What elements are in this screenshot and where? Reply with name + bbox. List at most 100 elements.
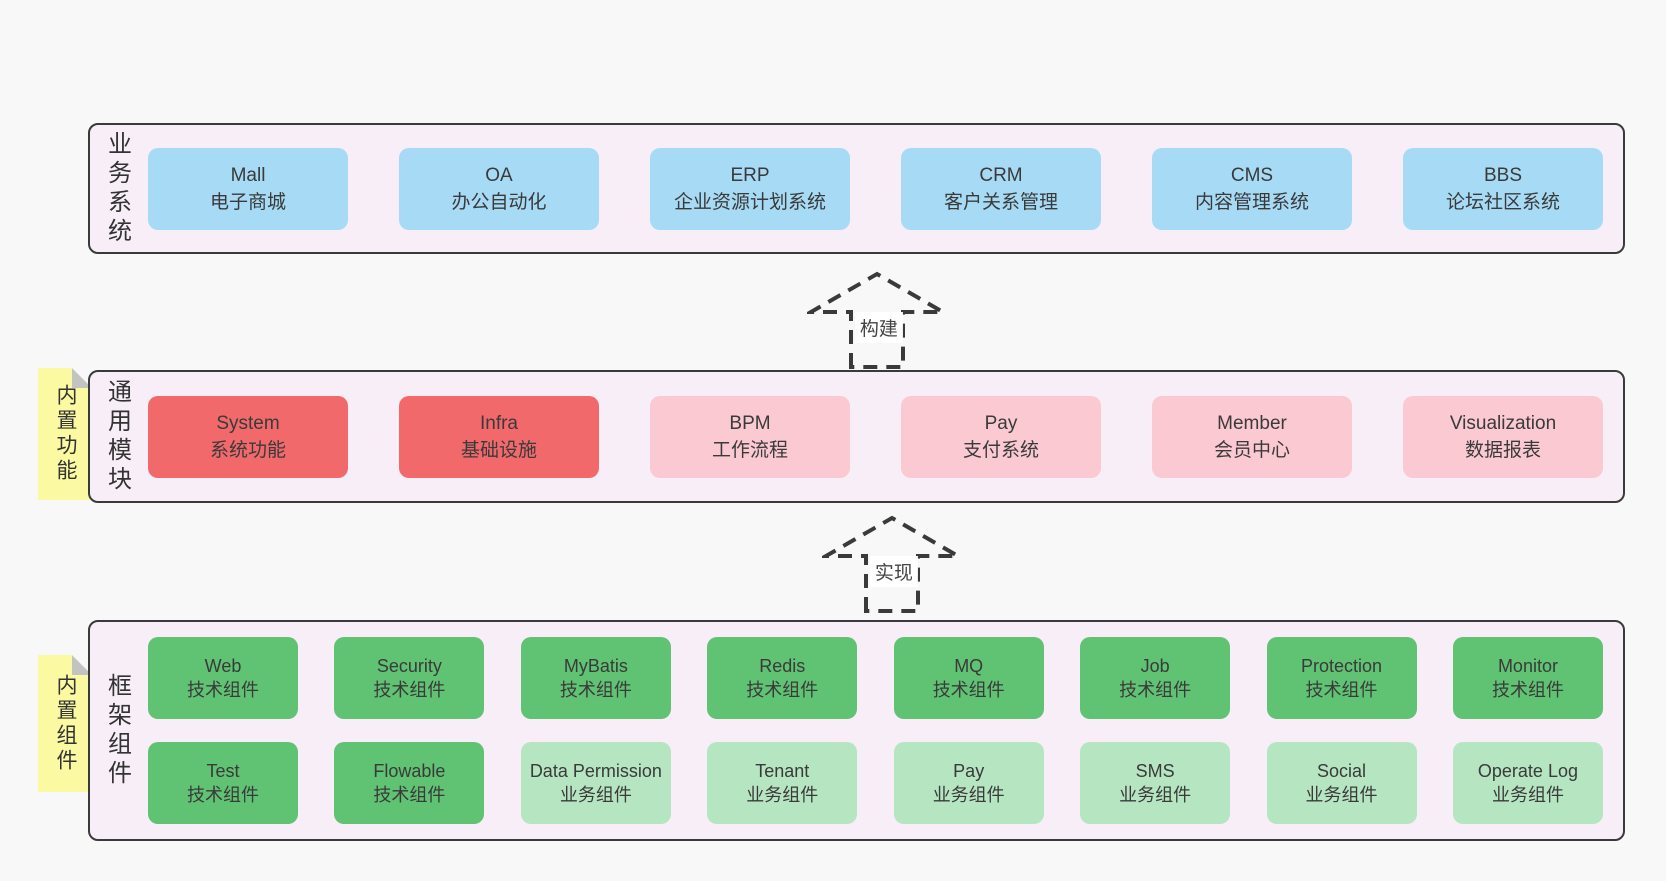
box-title: MQ — [954, 656, 984, 676]
box-title: OA — [485, 164, 513, 186]
box-subtitle: 技术组件 — [1491, 680, 1564, 700]
band-label-framework-components: 框架组件 — [103, 672, 131, 789]
box-title: Member — [1217, 412, 1287, 434]
box-protection: Protection 技术组件 — [1266, 637, 1417, 719]
band-label-business-systems: 业务系统 — [103, 130, 131, 247]
box-title: ERP — [730, 164, 770, 186]
arrow-label: 构建 — [854, 312, 903, 343]
box-subtitle: 业务组件 — [1119, 785, 1192, 805]
box-subtitle: 工作流程 — [711, 439, 788, 461]
box-subtitle: 论坛社区系统 — [1445, 191, 1560, 213]
box-title: Infra — [479, 412, 519, 434]
sticky-note-builtin-components: 内置组件 — [38, 655, 92, 792]
box-title: MyBatis — [563, 656, 628, 676]
box-title: Operate Log — [1477, 761, 1578, 781]
sticky-note-label: 内置组件 — [54, 673, 77, 774]
sticky-note-builtin-features: 内置功能 — [38, 368, 92, 500]
box-title: Mall — [230, 164, 266, 186]
box-title: Data Permission — [529, 761, 662, 781]
box-title: Pay — [953, 761, 985, 781]
box-subtitle: 技术组件 — [1305, 680, 1378, 700]
box-bpm: BPM 工作流程 — [650, 395, 850, 478]
box-operate-log: Operate Log 业务组件 — [1452, 742, 1603, 824]
box-title: Visualization — [1449, 412, 1557, 434]
box-title: Protection — [1301, 656, 1383, 676]
box-infra: Infra 基础设施 — [399, 395, 599, 478]
box-title: Flowable — [373, 761, 446, 781]
box-subtitle: 内容管理系统 — [1194, 191, 1309, 213]
box-pay: Pay 业务组件 — [893, 742, 1044, 824]
box-test: Test 技术组件 — [148, 742, 298, 824]
box-oa: OA 办公自动化 — [399, 147, 599, 230]
box-title: Test — [206, 761, 240, 781]
box-tenant: Tenant 业务组件 — [707, 742, 858, 824]
box-subtitle: 业务组件 — [932, 785, 1005, 805]
box-subtitle: 业务组件 — [1491, 785, 1564, 805]
box-subtitle: 会员中心 — [1213, 439, 1290, 461]
box-flowable: Flowable 技术组件 — [334, 742, 485, 824]
box-title: BPM — [729, 412, 771, 434]
arrow-label: 实现 — [869, 556, 918, 587]
box-title: CMS — [1230, 164, 1274, 186]
box-subtitle: 技术组件 — [1119, 680, 1192, 700]
box-mq: MQ 技术组件 — [893, 637, 1044, 719]
sticky-note-label: 内置功能 — [54, 384, 77, 484]
box-subtitle: 业务组件 — [559, 785, 632, 805]
box-subtitle: 技术组件 — [373, 680, 446, 700]
box-subtitle: 技术组件 — [932, 680, 1005, 700]
up-arrow-icon — [822, 515, 962, 613]
box-title: Tenant — [755, 761, 810, 781]
box-title: Job — [1140, 656, 1170, 676]
up-arrow-build: 构建 — [807, 270, 947, 370]
box-sms: SMS 业务组件 — [1080, 742, 1231, 824]
box-subtitle: 技术组件 — [187, 680, 259, 700]
box-subtitle: 数据报表 — [1464, 439, 1541, 461]
box-subtitle: 业务组件 — [1305, 785, 1378, 805]
box-title: SMS — [1135, 761, 1175, 781]
box-erp: ERP 企业资源计划系统 — [650, 147, 850, 230]
up-arrow-icon — [807, 271, 947, 369]
box-title: Redis — [759, 656, 806, 676]
box-redis: Redis 技术组件 — [707, 637, 858, 719]
box-title: System — [216, 412, 280, 434]
box-member: Member 会员中心 — [1152, 395, 1352, 478]
box-title: CRM — [979, 164, 1023, 186]
box-cms: CMS 内容管理系统 — [1152, 147, 1352, 230]
box-title: BBS — [1483, 164, 1523, 186]
box-visualization: Visualization 数据报表 — [1403, 395, 1603, 478]
box-subtitle: 技术组件 — [187, 785, 259, 805]
box-pay: Pay 支付系统 — [901, 395, 1101, 478]
up-arrow-implement: 实现 — [822, 514, 962, 614]
box-subtitle: 办公自动化 — [451, 191, 547, 213]
box-subtitle: 技术组件 — [373, 785, 446, 805]
box-social: Social 业务组件 — [1266, 742, 1417, 824]
box-bbs: BBS 论坛社区系统 — [1403, 147, 1603, 230]
box-security: Security 技术组件 — [334, 637, 485, 719]
box-monitor: Monitor 技术组件 — [1452, 637, 1603, 719]
box-title: Monitor — [1497, 656, 1558, 676]
box-job: Job 技术组件 — [1080, 637, 1231, 719]
box-subtitle: 业务组件 — [746, 785, 819, 805]
box-subtitle: 支付系统 — [962, 439, 1039, 461]
box-subtitle: 技术组件 — [746, 680, 819, 700]
box-title: Security — [376, 656, 442, 676]
box-title: Pay — [984, 412, 1018, 434]
box-subtitle: 企业资源计划系统 — [673, 191, 826, 213]
box-subtitle: 基础设施 — [460, 439, 537, 461]
box-title: Social — [1317, 761, 1367, 781]
